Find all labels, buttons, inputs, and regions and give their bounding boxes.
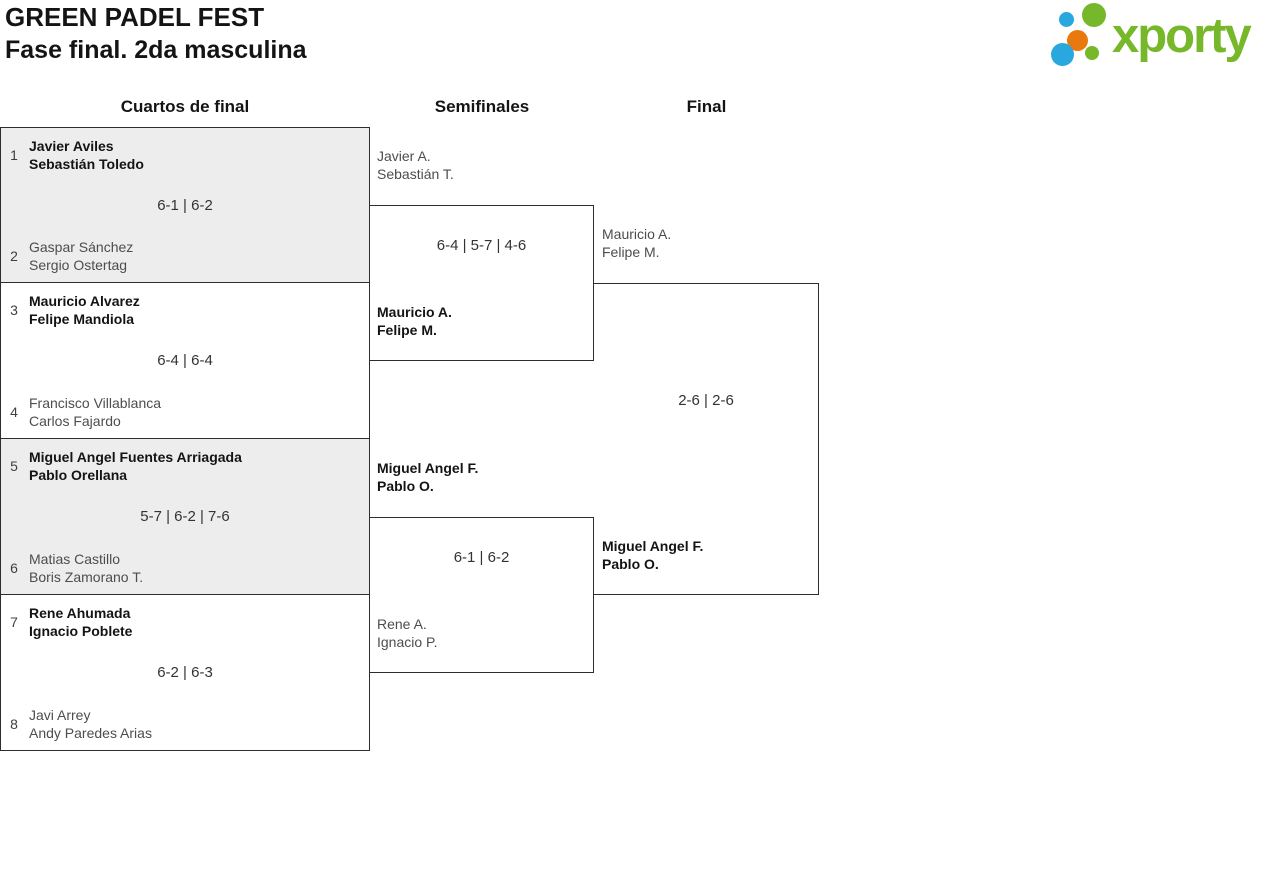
player-name: Carlos Fajardo bbox=[29, 413, 121, 429]
semifinal-1-top-team: Javier A. Sebastián T. bbox=[377, 147, 454, 183]
team-top: Mauricio Alvarez Felipe Mandiola bbox=[29, 292, 140, 328]
logo-brand-text: xporty bbox=[1112, 9, 1252, 63]
match-score: 6-1 | 6-2 bbox=[157, 197, 213, 214]
round-header-quarterfinals: Cuartos de final bbox=[120, 97, 250, 116]
seed-number: 5 bbox=[10, 458, 18, 474]
player-name: Pablo Orellana bbox=[29, 467, 128, 483]
semifinal-match-2[interactable]: 6-1 | 6-2 bbox=[370, 517, 594, 673]
team-bottom: Gaspar Sánchez Sergio Ostertag bbox=[29, 238, 133, 274]
player-name: Javier A. bbox=[377, 148, 431, 164]
page-subtitle: Fase final. 2da masculina bbox=[5, 36, 307, 64]
seed-number: 6 bbox=[10, 560, 18, 576]
semifinal-1-bottom-team: Mauricio A. Felipe M. bbox=[377, 303, 452, 339]
player-name: Javier Aviles bbox=[29, 138, 114, 154]
player-name: Mauricio A. bbox=[377, 304, 452, 320]
team-top: Rene Ahumada Ignacio Poblete bbox=[29, 604, 132, 640]
team-top: Javier Aviles Sebastián Toledo bbox=[29, 137, 144, 173]
seed-number: 8 bbox=[10, 716, 18, 732]
team-bottom: Matias Castillo Boris Zamorano T. bbox=[29, 550, 143, 586]
quarterfinal-match-4[interactable]: 7 Rene Ahumada Ignacio Poblete 6-2 | 6-3… bbox=[0, 595, 370, 751]
player-name: Francisco Villablanca bbox=[29, 395, 162, 411]
semifinal-match-1[interactable]: 6-4 | 5-7 | 4-6 bbox=[370, 205, 594, 361]
player-name: Mauricio A. bbox=[602, 226, 672, 242]
logo-dot-green-small bbox=[1085, 46, 1099, 60]
seed-number: 4 bbox=[10, 404, 18, 420]
match-score: 6-1 | 6-2 bbox=[453, 549, 510, 566]
quarterfinal-match-3[interactable]: 5 Miguel Angel Fuentes Arriagada Pablo O… bbox=[0, 439, 370, 595]
match-score: 6-2 | 6-3 bbox=[157, 664, 213, 681]
seed-number: 7 bbox=[10, 614, 18, 630]
player-name: Sebastián Toledo bbox=[29, 156, 144, 172]
xporty-logo: xporty bbox=[1050, 2, 1278, 74]
team-bottom: Javi Arrey Andy Paredes Arias bbox=[29, 706, 152, 742]
player-name: Pablo O. bbox=[377, 478, 434, 494]
player-name: Sergio Ostertag bbox=[29, 257, 128, 273]
logo-dot-blue-small bbox=[1059, 12, 1074, 27]
player-name: Javi Arrey bbox=[29, 707, 91, 723]
logo-dot-orange bbox=[1067, 30, 1088, 51]
player-name: Felipe M. bbox=[377, 322, 437, 338]
semifinal-2-top-team: Miguel Angel F. Pablo O. bbox=[377, 459, 478, 495]
quarterfinal-match-2[interactable]: 3 Mauricio Alvarez Felipe Mandiola 6-4 |… bbox=[0, 283, 370, 439]
player-name: Felipe Mandiola bbox=[29, 311, 135, 327]
match-score: 6-4 | 5-7 | 4-6 bbox=[436, 237, 527, 254]
player-name: Miguel Angel Fuentes Arriagada bbox=[29, 449, 242, 465]
round-header-final: Final bbox=[686, 97, 727, 116]
player-name: Felipe M. bbox=[602, 244, 660, 260]
player-name: Boris Zamorano T. bbox=[29, 569, 144, 585]
match-score: 6-4 | 6-4 bbox=[157, 352, 213, 369]
quarterfinal-match-1[interactable]: 1 Javier Aviles Sebastián Toledo 6-1 | 6… bbox=[0, 127, 370, 283]
player-name: Ignacio P. bbox=[377, 634, 438, 650]
seed-number: 1 bbox=[10, 147, 18, 163]
player-name: Sebastián T. bbox=[377, 166, 454, 182]
logo-dot-blue-large bbox=[1051, 43, 1074, 66]
player-name: Gaspar Sánchez bbox=[29, 239, 134, 255]
player-name: Mauricio Alvarez bbox=[29, 293, 140, 309]
semifinal-2-bottom-team: Rene A. Ignacio P. bbox=[377, 615, 437, 651]
team-bottom: Francisco Villablanca Carlos Fajardo bbox=[29, 394, 161, 430]
team-top: Miguel Angel Fuentes Arriagada Pablo Ore… bbox=[29, 448, 242, 484]
player-name: Matias Castillo bbox=[29, 551, 121, 567]
player-name: Rene Ahumada bbox=[29, 605, 131, 621]
logo-dot-green-large bbox=[1082, 3, 1106, 27]
final-top-team: Mauricio A. Felipe M. bbox=[602, 225, 671, 261]
match-score: 2-6 | 2-6 bbox=[678, 392, 734, 409]
page-title: GREEN PADEL FEST bbox=[5, 2, 265, 32]
seed-number: 3 bbox=[10, 302, 18, 318]
title-block: GREEN PADEL FEST Fase final. 2da masculi… bbox=[5, 1, 307, 66]
player-name: Miguel Angel F. bbox=[377, 460, 479, 476]
player-name: Ignacio Poblete bbox=[29, 623, 133, 639]
player-name: Pablo O. bbox=[602, 556, 659, 572]
final-bottom-team: Miguel Angel F. Pablo O. bbox=[602, 537, 703, 573]
seed-number: 2 bbox=[10, 248, 18, 264]
match-score: 5-7 | 6-2 | 7-6 bbox=[140, 508, 230, 525]
player-name: Rene A. bbox=[377, 616, 427, 632]
player-name: Miguel Angel F. bbox=[602, 538, 704, 554]
player-name: Andy Paredes Arias bbox=[29, 725, 152, 741]
final-match[interactable]: 2-6 | 2-6 bbox=[594, 283, 819, 595]
round-header-semifinals: Semifinales bbox=[434, 97, 530, 116]
